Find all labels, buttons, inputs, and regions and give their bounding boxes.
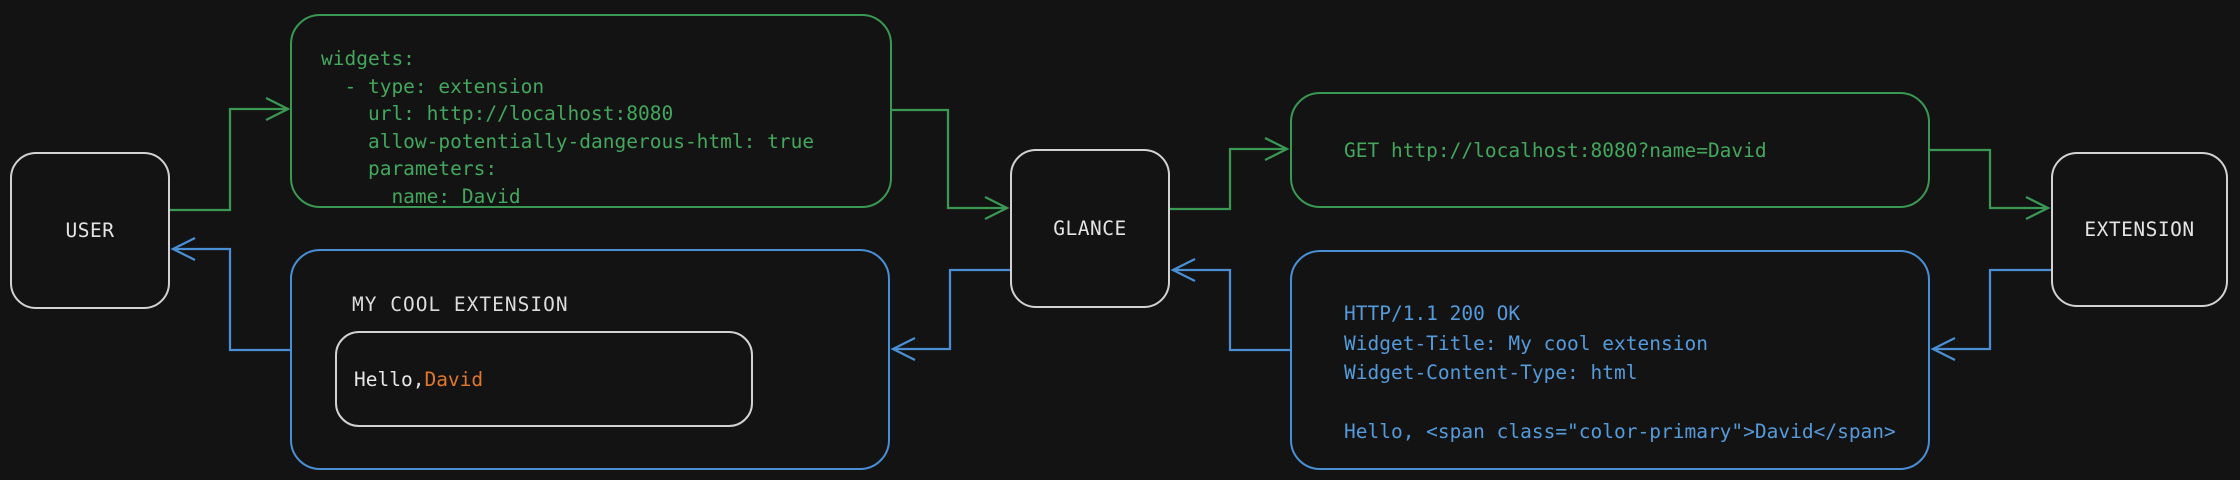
widget-title: MY COOL EXTENSION [352, 293, 569, 316]
node-user: USER [10, 152, 170, 309]
arrowhead-icon [1170, 257, 1196, 283]
config-yaml-box: widgets: - type: extension url: http://l… [290, 14, 892, 208]
greeting-name: David [424, 367, 484, 391]
http-response-text: HTTP/1.1 200 OK Widget-Title: My cool ex… [1344, 302, 1896, 443]
edge-user-to-config [170, 96, 291, 212]
config-yaml-code: widgets: - type: extension url: http://l… [321, 47, 815, 208]
node-user-label: USER [65, 219, 115, 242]
http-request-box: GET http://localhost:8080?name=David [1290, 92, 1930, 208]
arrowhead-icon [1930, 336, 1956, 362]
edge-glance-to-request [1170, 136, 1290, 211]
edge-glance-to-widget [890, 268, 1010, 362]
greeting-box: Hello, David [335, 331, 753, 427]
arrowhead-icon [265, 96, 291, 122]
http-request-text: GET http://localhost:8080?name=David [1344, 138, 1767, 162]
edge-extension-to-response [1930, 268, 2051, 362]
arrowhead-icon [2025, 195, 2051, 221]
edge-response-to-glance [1170, 257, 1290, 352]
arrowhead-icon [890, 336, 916, 362]
edge-config-to-glance [892, 108, 1010, 221]
edge-widget-to-user [170, 236, 290, 352]
node-extension-label: EXTENSION [2084, 218, 2195, 241]
arrowhead-icon [984, 195, 1010, 221]
node-glance: GLANCE [1010, 149, 1170, 308]
arrowhead-icon [170, 236, 196, 262]
http-response-box: HTTP/1.1 200 OK Widget-Title: My cool ex… [1290, 250, 1930, 470]
widget-render-box: MY COOL EXTENSION Hello, David [290, 249, 890, 470]
edge-request-to-extension [1930, 148, 2051, 221]
node-extension: EXTENSION [2051, 152, 2228, 307]
node-glance-label: GLANCE [1053, 217, 1127, 240]
greeting-prefix: Hello, [354, 367, 425, 391]
arrowhead-icon [1264, 136, 1290, 162]
